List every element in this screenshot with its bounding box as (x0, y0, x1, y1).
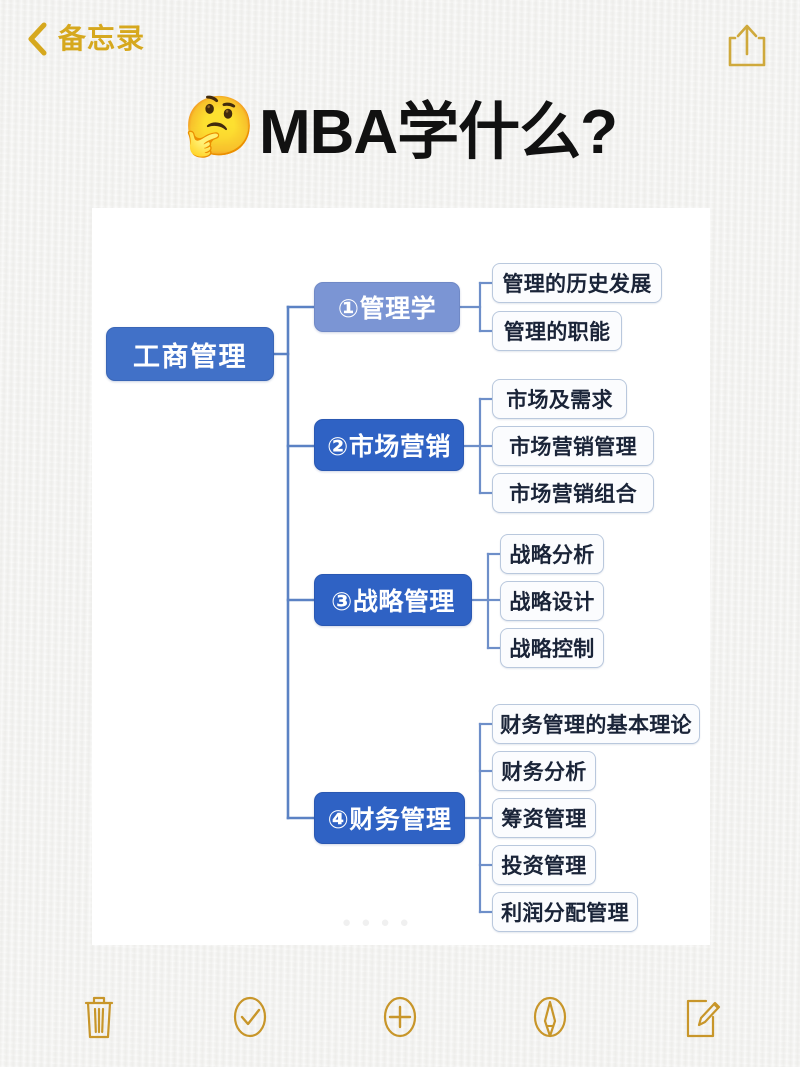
add-button[interactable] (370, 987, 430, 1047)
mindmap-branch-node-4[interactable]: ④财务管理 (314, 792, 465, 844)
page-title: 🤔 MBA学什么? (0, 98, 800, 168)
mindmap-leaf-node[interactable]: 管理的职能 (492, 311, 622, 351)
mindmap-watermark: ● ● ● ● (342, 914, 412, 931)
delete-button[interactable] (69, 987, 129, 1047)
back-button-label: 备忘录 (58, 23, 146, 54)
mindmap-leaf-node[interactable]: 市场营销组合 (492, 473, 654, 513)
share-up-icon (728, 24, 766, 67)
mindmap-branch-node-3[interactable]: ③战略管理 (314, 574, 472, 626)
mindmap-leaf-node[interactable]: 财务分析 (492, 751, 596, 791)
top-navigation-bar: 备忘录 (0, 0, 800, 92)
mindmap-card: 工商管理 ①管理学 管理的历史发展 管理的职能 ②市场营销 市场及需求 市场营销… (92, 208, 710, 945)
share-button[interactable] (726, 22, 768, 68)
mindmap-leaf-node[interactable]: 战略控制 (500, 628, 604, 668)
mindmap-branch-node-2[interactable]: ②市场营销 (314, 419, 464, 471)
compose-icon (686, 999, 720, 1038)
mindmap-leaf-node[interactable]: 筹资管理 (492, 798, 596, 838)
marker-circle-icon (534, 996, 567, 1038)
mindmap-leaf-node[interactable]: 市场及需求 (492, 379, 627, 419)
thinking-face-emoji: 🤔 (182, 94, 256, 159)
plus-circle-icon (383, 996, 417, 1038)
mindmap-leaf-node[interactable]: 投资管理 (492, 845, 596, 885)
check-circle-icon (233, 996, 266, 1038)
mindmap-branch-node-1[interactable]: ①管理学 (314, 282, 460, 332)
compose-button[interactable] (671, 987, 731, 1047)
mindmap-leaf-node[interactable]: 利润分配管理 (492, 892, 638, 932)
mindmap-root-node[interactable]: 工商管理 (106, 327, 274, 381)
bottom-toolbar (0, 967, 800, 1067)
trash-icon (85, 996, 114, 1039)
chevron-left-icon (28, 22, 47, 56)
mindmap-leaf-node[interactable]: 战略设计 (500, 581, 604, 621)
markup-button[interactable] (520, 987, 580, 1047)
mindmap-leaf-node[interactable]: 管理的历史发展 (492, 263, 662, 303)
mindmap-leaf-node[interactable]: 财务管理的基本理论 (492, 704, 700, 744)
page-title-text: MBA学什么? (258, 98, 618, 168)
back-button[interactable]: 备忘录 (26, 22, 145, 56)
mindmap-leaf-node[interactable]: 市场营销管理 (492, 426, 654, 466)
complete-button[interactable] (220, 987, 280, 1047)
mindmap-leaf-node[interactable]: 战略分析 (500, 534, 604, 574)
